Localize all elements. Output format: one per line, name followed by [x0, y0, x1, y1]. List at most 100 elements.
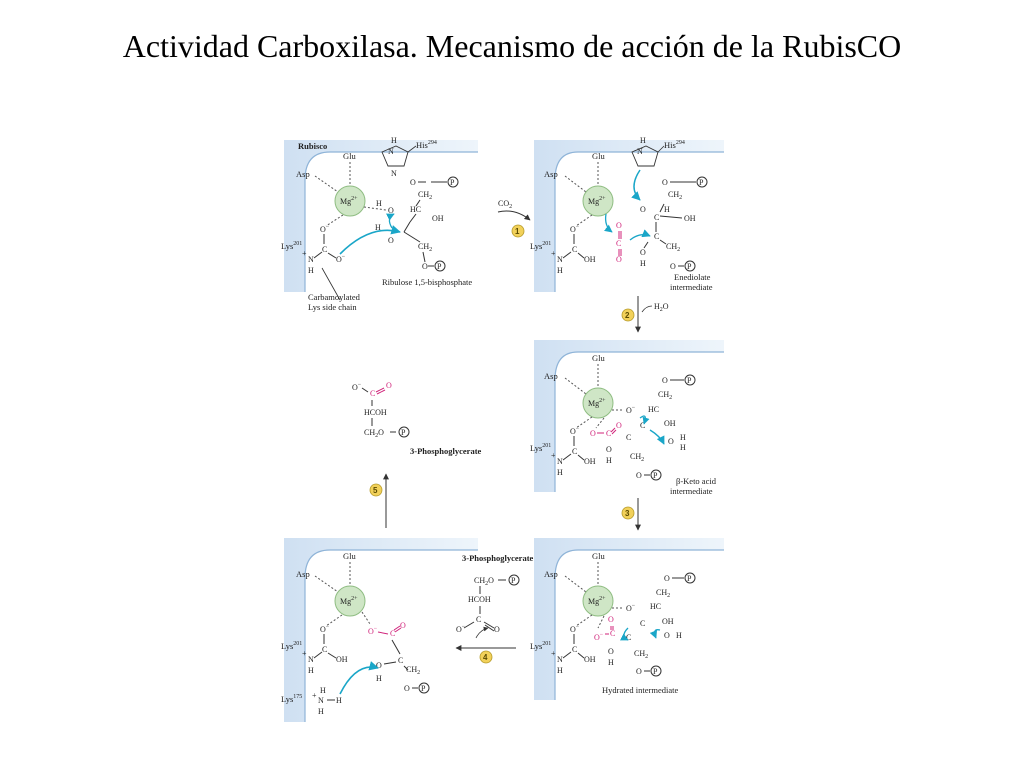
svg-text:3-Phosphoglycerate: 3-Phosphoglycerate — [410, 446, 482, 456]
released-3-phosphoglycerate: 3-Phosphoglycerate CH2O P HCOH C O− O — [456, 553, 534, 634]
lys-side-chain-label: Lys side chain — [308, 302, 357, 312]
svg-text:CH2: CH2 — [666, 242, 680, 253]
svg-text:C: C — [616, 239, 621, 248]
svg-text:HC: HC — [648, 405, 659, 414]
svg-text:5: 5 — [373, 486, 378, 495]
panel-4-protein-surface — [534, 538, 724, 700]
svg-text:O: O — [668, 437, 674, 446]
panel-3-protein-surface — [534, 340, 724, 492]
svg-text:OH: OH — [684, 214, 696, 223]
svg-text:Glu: Glu — [592, 151, 606, 161]
svg-text:O: O — [616, 421, 622, 430]
svg-text:HCOH: HCOH — [468, 595, 491, 604]
step-3-cleavage-arrow: 3 — [621, 498, 641, 531]
svg-text:H: H — [376, 199, 382, 208]
svg-text:P: P — [653, 667, 658, 676]
svg-text:Glu: Glu — [592, 353, 606, 363]
panel-4-hydrated-intermediate: Glu Asp Mg2+ O P HC CH2 OH O− C C O H O−… — [530, 538, 724, 700]
panel-2-enediolate-intermediate: Glu Asp Mg2+ H N His294 O P CH2 O H OH C… — [530, 136, 724, 292]
svg-text:Asp: Asp — [544, 569, 558, 579]
svg-text:P: P — [437, 262, 442, 271]
svg-text:C: C — [654, 232, 659, 241]
svg-text:H: H — [376, 674, 382, 683]
svg-text:+: + — [551, 451, 556, 460]
panel-5-protein-edge — [304, 549, 478, 722]
svg-text:OH: OH — [584, 255, 596, 264]
rubisco-label: Rubisco — [298, 141, 327, 151]
svg-text:O: O — [388, 236, 394, 245]
svg-text:O: O — [664, 574, 670, 583]
svg-text:2: 2 — [625, 311, 630, 320]
svg-text:C: C — [572, 447, 577, 456]
svg-text:O: O — [494, 625, 500, 634]
svg-text:3-Phosphoglycerate: 3-Phosphoglycerate — [462, 553, 534, 563]
svg-text:C: C — [640, 619, 645, 628]
svg-text:O: O — [664, 631, 670, 640]
svg-text:O: O — [376, 661, 382, 670]
svg-text:O: O — [608, 647, 614, 656]
svg-text:4: 4 — [483, 653, 488, 662]
svg-text:C: C — [626, 633, 631, 642]
svg-text:Lys201: Lys201 — [281, 641, 302, 651]
svg-text:HCOH: HCOH — [364, 408, 387, 417]
svg-text:O: O — [670, 262, 676, 271]
panel-2-protein-edge — [554, 151, 724, 292]
step-1-badge — [511, 224, 525, 238]
svg-text:H: H — [640, 259, 646, 268]
svg-text:O−: O− — [570, 224, 580, 234]
svg-text:+: + — [551, 249, 556, 258]
svg-text:O: O — [640, 248, 646, 257]
glu-label: Glu — [343, 151, 357, 161]
svg-text:intermediate: intermediate — [670, 282, 713, 292]
svg-text:OH: OH — [432, 214, 444, 223]
svg-text:CH2: CH2 — [418, 242, 432, 253]
panel-3-protein-edge — [554, 351, 724, 492]
svg-text:CH2O: CH2O — [474, 576, 494, 587]
svg-text:N: N — [308, 655, 314, 664]
svg-text:O: O — [422, 262, 428, 271]
svg-text:O−: O− — [626, 603, 636, 613]
svg-text:H: H — [640, 136, 646, 145]
svg-text:O: O — [662, 178, 668, 187]
svg-text:N: N — [391, 169, 397, 178]
svg-text:C: C — [610, 629, 615, 638]
svg-text:Hydrated intermediate: Hydrated intermediate — [602, 685, 678, 695]
svg-text:OH: OH — [584, 655, 596, 664]
svg-text:Lys201: Lys201 — [281, 241, 302, 251]
svg-text:3: 3 — [625, 509, 630, 518]
svg-text:Asp: Asp — [544, 371, 558, 381]
svg-text:O: O — [616, 221, 622, 230]
svg-text:OH: OH — [662, 617, 674, 626]
panel-4-protein-edge — [554, 549, 724, 700]
svg-text:β-Keto acid: β-Keto acid — [676, 476, 717, 486]
svg-text:H: H — [375, 223, 381, 232]
svg-text:P: P — [699, 178, 704, 187]
svg-text:O: O — [386, 381, 392, 390]
svg-text:P: P — [687, 262, 692, 271]
svg-text:H: H — [557, 266, 563, 275]
svg-text:O: O — [606, 445, 612, 454]
svg-text:C: C — [572, 245, 577, 254]
svg-text:C: C — [626, 433, 631, 442]
svg-text:O−: O− — [626, 405, 636, 415]
svg-text:N: N — [557, 655, 563, 664]
svg-text:Asp: Asp — [544, 169, 558, 179]
svg-text:Lys175: Lys175 — [281, 694, 302, 704]
svg-text:+: + — [551, 649, 556, 658]
svg-text:CH2: CH2 — [668, 190, 682, 201]
svg-text:HC: HC — [410, 205, 421, 214]
carbamoylated-label: Carbamoylated — [308, 292, 361, 302]
step-1-carboxylation-arrow: CO2 1 — [497, 199, 531, 238]
svg-text:O: O — [636, 471, 642, 480]
svg-text:Mg2+: Mg2+ — [588, 196, 606, 206]
step-2-hydration-arrow: 2 H2O — [621, 296, 669, 333]
svg-text:CH2: CH2 — [634, 649, 648, 660]
svg-text:+: + — [302, 649, 307, 658]
svg-text:1: 1 — [515, 227, 520, 236]
svg-text:C: C — [390, 629, 395, 638]
svg-text:HC: HC — [650, 602, 661, 611]
svg-text:O−: O− — [320, 624, 330, 634]
svg-text:CH2: CH2 — [656, 588, 670, 599]
product-3-phosphoglycerate: O− C O HCOH CH2O P 3-Phosphoglycerate — [352, 381, 482, 456]
svg-text:H: H — [557, 468, 563, 477]
